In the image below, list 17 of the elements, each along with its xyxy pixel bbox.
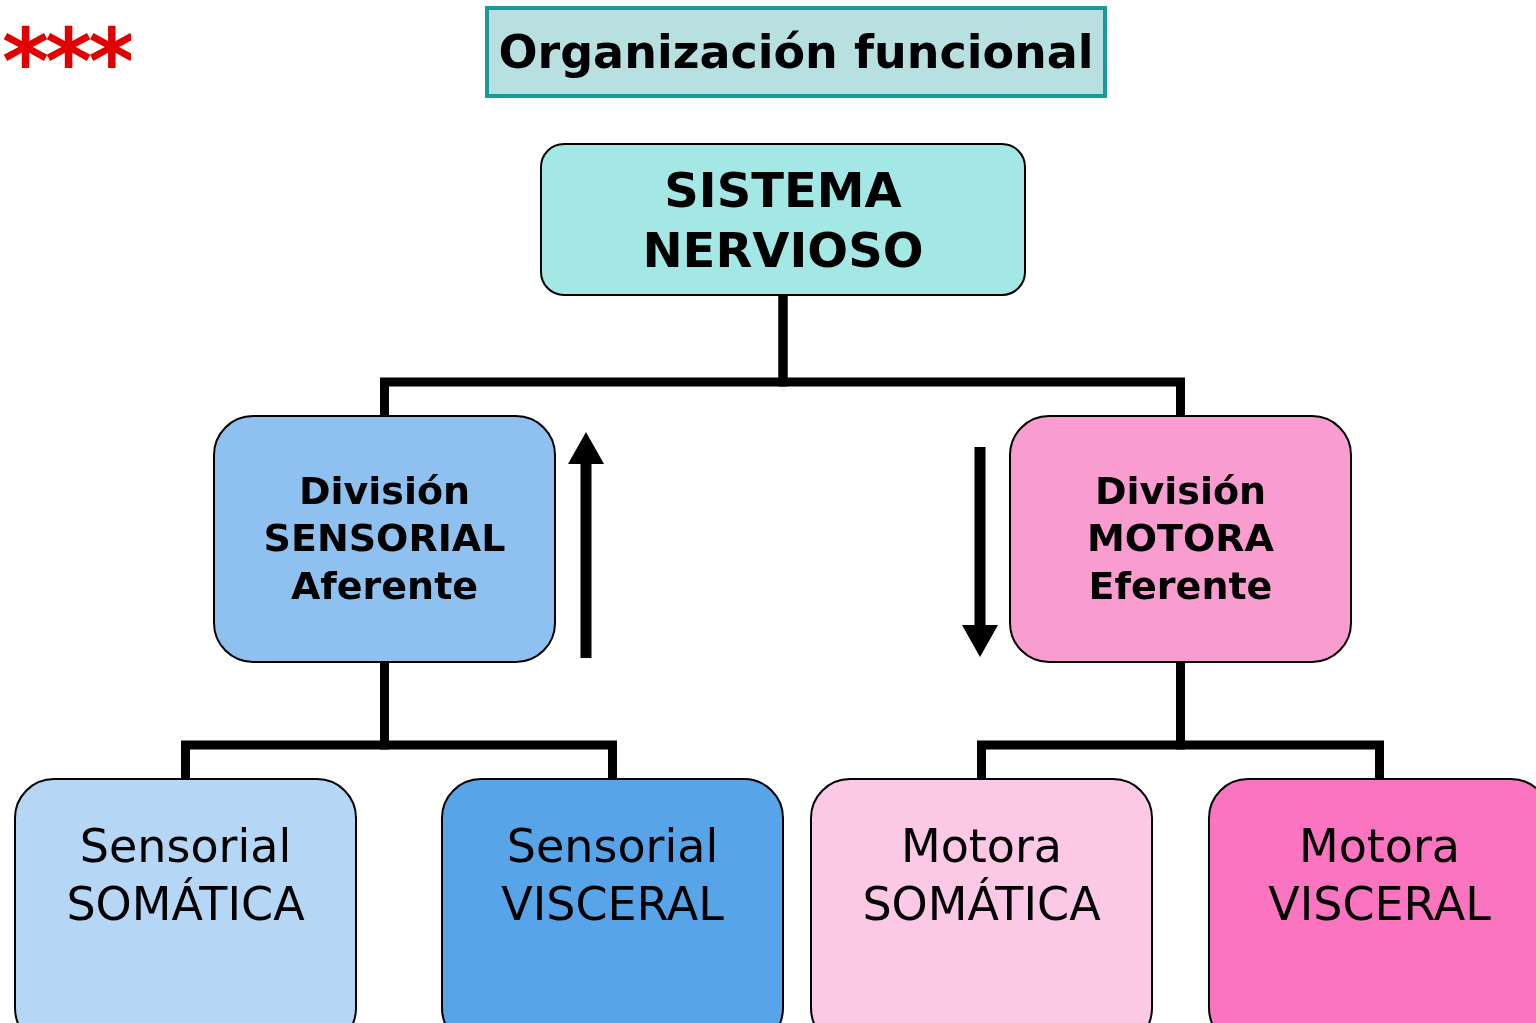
node-label: SISTEMA NERVIOSO xyxy=(641,160,925,280)
node-label: División MOTORA Eferente xyxy=(1086,467,1275,610)
node-label: Motora VISCERAL xyxy=(1267,818,1492,933)
rounded-box xyxy=(1009,415,1352,663)
star-marks: *** xyxy=(2,22,132,92)
node-label: Sensorial SOMÁTICA xyxy=(65,818,306,933)
connector-line xyxy=(778,296,1185,415)
rounded-box xyxy=(1208,778,1536,1023)
rounded-box xyxy=(540,143,1026,296)
node-label: División SENSORIAL Aferente xyxy=(262,467,507,610)
rounded-box xyxy=(213,415,556,663)
node-label: Sensorial VISCERAL xyxy=(500,818,725,933)
node-label: Motora SOMÁTICA xyxy=(861,818,1102,933)
rounded-box xyxy=(14,778,357,1023)
rounded-box xyxy=(810,778,1153,1023)
title-box: Organización funcional xyxy=(485,6,1107,98)
rounded-box xyxy=(441,778,784,1023)
